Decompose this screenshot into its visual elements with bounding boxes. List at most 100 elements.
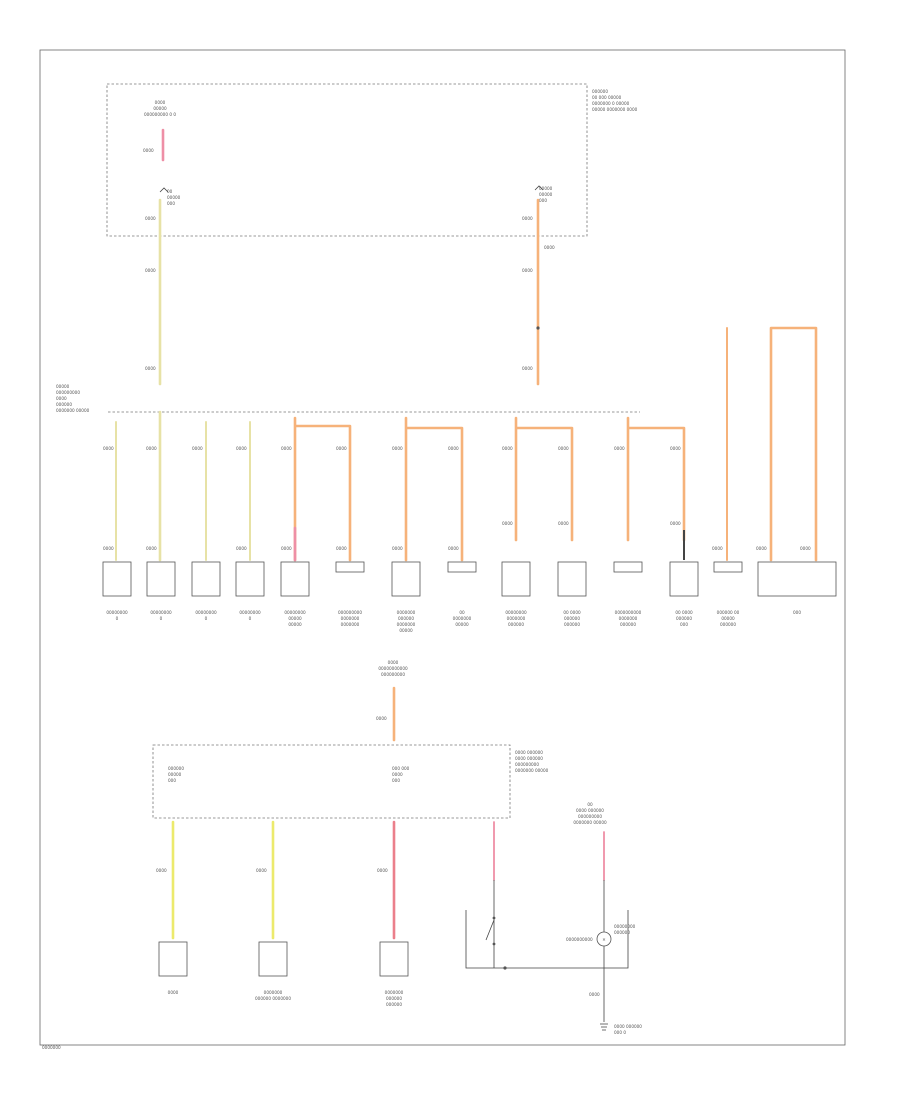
component-label-o2-sensor-2: 00 0000: [675, 610, 693, 615]
component-label-upstream-o2: 00000000: [505, 610, 527, 615]
component-label-imrc: 0000000: [341, 622, 360, 627]
connector-label-line: 0000: [388, 660, 399, 665]
component-label-camshaft-solenoid: 0000000: [397, 622, 416, 627]
component-label-downstream-o2: 000000: [620, 622, 636, 627]
component-label-maf: 00000: [721, 616, 735, 621]
component-label-camshaft-solenoid: 0000000: [397, 610, 416, 615]
component-connectors: [102, 561, 837, 597]
connector-label-line: 00000: [153, 106, 167, 111]
wire-code-label: 0000: [589, 992, 600, 997]
component-label-o2-heater: 000000: [564, 616, 580, 621]
wire-code-label: 0000: [145, 366, 156, 371]
component-label-purge-valve: 00000000: [284, 610, 306, 615]
illumination-label-line: 000000000: [578, 814, 602, 819]
illumination-label-top: 00 0000 000000 000000000 0000000 00000: [573, 802, 607, 825]
fuse-left-label: 00 00000 000: [167, 189, 181, 206]
component-label-downstream-o2: 0000000: [619, 616, 638, 621]
wire-code-label: 0000: [192, 446, 203, 451]
wire-code-label: 0000: [502, 521, 513, 526]
ground-icon: [600, 1023, 608, 1031]
component-label-injector-4: 00000000: [239, 610, 261, 615]
switch-contact: [492, 942, 496, 946]
connector-injector-4: [235, 561, 265, 597]
connector-starter-relay: [379, 941, 409, 977]
ground-label: 0000 000000: [614, 1024, 642, 1029]
wire-code-label: 0000: [281, 546, 292, 551]
wire-code-label: 0000: [156, 868, 167, 873]
component-label-horn: 0000: [168, 990, 179, 995]
connector-o2-heater: [557, 561, 587, 597]
wire-code-label: 0000: [392, 546, 403, 551]
component-label-oil-control-valve: 0000000: [453, 616, 472, 621]
branch-wire-o2-downstream: [626, 416, 686, 542]
wire-code-label: 0000: [376, 716, 387, 721]
fuse-right-label: 00000 00000 000: [539, 186, 553, 203]
fuse-label-line: 000: [392, 778, 400, 783]
upper-box-label: 000000 00 000 00000 0000000 0 00000 0000…: [592, 89, 638, 112]
upper-distribution-box: [106, 83, 588, 237]
component-label-purge-valve: 00000: [288, 622, 302, 627]
lower-fuse-center-label: 000 000 0000 000: [392, 766, 410, 783]
wire-code-label: 0000: [281, 446, 292, 451]
component-label-clutch-switch: 0000000: [264, 990, 283, 995]
splice-label: 00000 000000000 0000 000000 0000000 0000…: [56, 384, 90, 413]
connector-camshaft-solenoid: [391, 561, 421, 597]
component-label-upstream-o2: 0000000: [507, 616, 526, 621]
switch-circuit: [465, 880, 629, 969]
upper-box-label-line: 00000 0000000 0000: [592, 107, 638, 112]
wire-code-label: 0000: [522, 268, 533, 273]
lower-component-labels: 0000 0000000 000000 0000000 0000000 0000…: [168, 990, 404, 1007]
component-label-camshaft-solenoid: 00000: [399, 628, 413, 633]
branch-wire-o2-upstream: [514, 416, 574, 542]
wire-code-label: 0000: [670, 446, 681, 451]
outer-frame: [39, 49, 846, 1046]
component-label-injector-3: 0: [205, 616, 208, 621]
branch-wire-codes: 0000 0000 0000 0000 0000 0000 0000 0000 …: [103, 446, 811, 551]
wire-code-label: 0000: [522, 366, 533, 371]
component-label-o2-heater: 00 0000: [563, 610, 581, 615]
connector-upstream-o2: [501, 561, 531, 597]
component-label-maf: 000000: [720, 622, 736, 627]
component-label-injector-2: 0: [160, 616, 163, 621]
wire-code-label: 0000: [145, 216, 156, 221]
wire-code-label: 0000: [143, 148, 154, 153]
fuse-right-symbol: [534, 185, 544, 191]
connector-maf: [713, 561, 743, 573]
fuse-label-line: 0000: [392, 772, 403, 777]
splice-label-line: 0000000 00000: [56, 408, 90, 413]
upper-box-label-line: 000000: [592, 89, 608, 94]
lower-fuse-left-label: 000000 00000 000: [168, 766, 184, 783]
connector-downstream-o2: [613, 561, 643, 573]
switch-contact: [492, 916, 496, 920]
component-label-oil-control-valve: 00000: [455, 622, 469, 627]
wire-code-label: 0000: [336, 446, 347, 451]
component-label-o2-sensor-2: 000000: [676, 616, 692, 621]
connector-injector-3: [191, 561, 221, 597]
lamp-side-label: 00000000: [614, 924, 636, 929]
component-label-imrc: 000000000: [338, 610, 362, 615]
connector-label-line: 000000000 0 0: [144, 112, 176, 117]
component-labels: 00000000 0 00000000 0 00000000 0 0000000…: [106, 610, 801, 633]
fuse-label-line: 00000: [539, 186, 553, 191]
component-label-injector-1: 00000000: [106, 610, 128, 615]
connector-oil-control-valve: [447, 561, 477, 573]
splice-label-line: 000000: [56, 402, 72, 407]
illumination-label-line: 0000 000000: [576, 808, 604, 813]
component-label-purge-valve: 00000: [288, 616, 302, 621]
wire-code-label: 0000: [236, 446, 247, 451]
lower-distribution-box: [152, 744, 511, 819]
branch-wire-purge-imrc: [293, 416, 352, 562]
wire-code-label: 0000: [448, 446, 459, 451]
component-label-injector-3: 00000000: [195, 610, 217, 615]
wire-code-label: 0000: [146, 446, 157, 451]
lower-box-label-line: 000000000: [515, 762, 539, 767]
connector-injector-2: [146, 561, 176, 597]
component-label-starter-relay: 000000: [386, 1002, 402, 1007]
component-label-camshaft-solenoid: 000000: [398, 616, 414, 621]
connector-purge-valve: [280, 561, 310, 597]
upper-box-label-line: 0000000 0 00000: [592, 101, 630, 106]
wire-code-label: 0000: [614, 446, 625, 451]
wire-code-label: 0000: [522, 216, 533, 221]
wire-code-label: 0000: [336, 546, 347, 551]
connector-ecm: [757, 561, 837, 597]
